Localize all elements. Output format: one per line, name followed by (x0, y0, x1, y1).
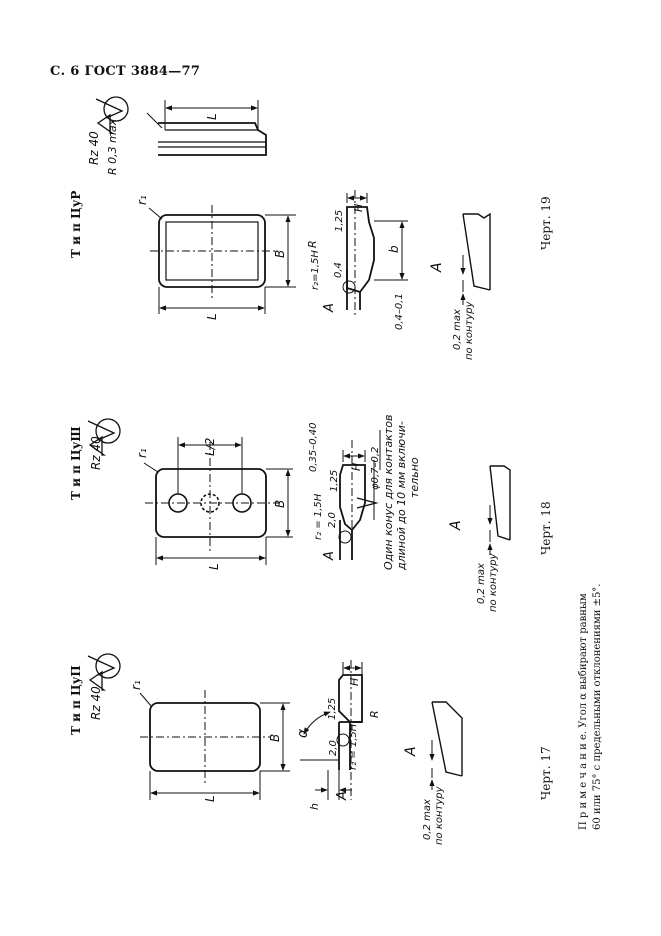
roughness-check-icon (95, 96, 129, 134)
dim-H-label: H (350, 463, 363, 471)
contact-plan-cush (143, 437, 293, 565)
detail-A-label: A (448, 520, 464, 531)
type-label-cur: Т и п ЦуР (69, 191, 83, 258)
radius-r2-label: r₂=1,5H (310, 250, 321, 290)
dim-H-label: H (348, 678, 361, 686)
figure-caption-17: Черт. 17 (539, 746, 553, 800)
dim-20-label: 2,0 (328, 740, 339, 756)
detail-A-label: A (429, 262, 445, 273)
radius-r1-label: r₁ (129, 680, 143, 690)
contact-plan-cup (139, 690, 290, 800)
radius-r1-label: r₁ (135, 448, 149, 458)
figure-caption-19: Черт. 19 (539, 196, 553, 250)
tolerance-contour-label: по контуру (464, 300, 475, 360)
drawing-labels: Т и п ЦуП Т и п ЦуШ Т и п ЦуР Черт. 17 Ч… (69, 113, 603, 845)
section-A-marker: A (322, 551, 337, 561)
dim-20-label: 2,0 (327, 512, 338, 528)
section-A-marker: A (335, 791, 350, 801)
contact-profile-cush (338, 430, 381, 560)
radius-label: R 0,3 max (106, 118, 119, 175)
dim-035-label: 0,35–0,40 (308, 422, 319, 472)
roughness-label: Rz 40 (89, 436, 103, 470)
detail-A-cush (487, 465, 511, 555)
tolerance-contour-label: по контуру (434, 785, 445, 845)
dim-L-label: L (205, 313, 219, 320)
radius-r2-label: r₂ = 1,5H (313, 493, 324, 540)
tolerance-contour-label: по контуру (488, 552, 499, 612)
radius-r1-label: r₁ (135, 195, 149, 205)
dim-125-label: 1,25 (334, 210, 345, 232)
dim-125-label: 1,25 (329, 470, 340, 492)
page-header: С. 6 ГОСТ 3884—77 (50, 64, 201, 79)
dim-phi07-label: φ0,7–0,2 (370, 447, 381, 490)
cone-note-line1: Один конус для контактов (382, 415, 395, 570)
contact-profile-cup (300, 660, 363, 800)
dim-b-label: b (387, 245, 401, 253)
note-line2: 60 или 75° с предельными отклонениями ±5… (592, 584, 603, 831)
roughness-check-icon (87, 653, 121, 691)
detail-A-cur (460, 212, 491, 305)
tolerance-label: 0,2 max (452, 309, 463, 350)
dim-R-label: R (368, 710, 381, 718)
roughness-check-icon (87, 418, 121, 456)
radius-r2-label: r₂ = 1,5H (348, 723, 359, 770)
cone-note-line2: длиной до 10 мм включи- (395, 421, 408, 571)
dim-L-label: L (207, 563, 221, 570)
dim-h-label: h (308, 803, 321, 810)
dim-R-label: R (306, 240, 319, 248)
roughness-symbols (87, 96, 129, 691)
tolerance-label: 0,2 max (422, 799, 433, 840)
figure-caption-18: Черт. 18 (539, 501, 553, 555)
section-A-marker: A (322, 303, 337, 313)
dim-B-label: B (273, 500, 287, 508)
dim-L-label: L (205, 113, 219, 120)
cone-note-line3: тельно (408, 457, 421, 498)
contact-profile-cur (342, 190, 408, 318)
note-line1: П р и м е ч а н и е. Угол α выбирают рав… (578, 593, 589, 830)
dim-B-label: B (268, 734, 282, 742)
dim-125-label: 1,25 (327, 698, 338, 720)
dim-H-label: H (352, 204, 365, 212)
dim-04-label: 0,4 (333, 262, 344, 278)
dim-L-label: L (203, 795, 217, 802)
roughness-label: Rz 40 (89, 686, 103, 720)
tolerance-label: 0,2 max (476, 563, 487, 604)
dim-B-label: B (273, 250, 287, 258)
detail-A-label: A (403, 746, 419, 757)
roughness-label: Rz 40 (87, 131, 101, 165)
type-label-cup: Т и п ЦуП (69, 665, 83, 735)
angle-alpha-label: α (295, 728, 311, 738)
detail-A-cup (429, 701, 463, 790)
dim-half-L-label: L/2 (203, 438, 217, 456)
contact-plan-cur (148, 205, 296, 314)
dim-0441-label: 0,4–0,1 (394, 293, 405, 330)
type-label-cush: Т и п ЦуШ (69, 426, 83, 500)
contact-side-view-cur (146, 100, 267, 156)
